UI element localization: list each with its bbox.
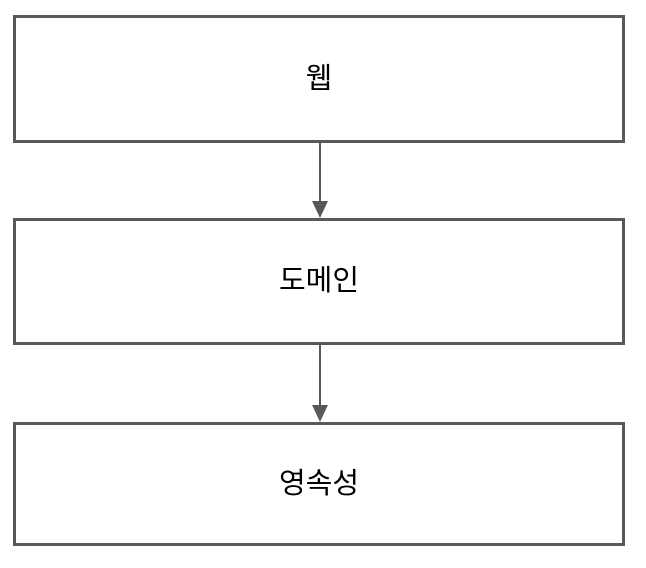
node-web: 웹 — [13, 15, 625, 143]
node-web-label: 웹 — [305, 62, 333, 95]
node-persistence-label: 영속성 — [278, 467, 360, 500]
arrow-line — [319, 345, 321, 405]
arrow-line — [319, 143, 321, 201]
node-persistence: 영속성 — [13, 422, 625, 546]
arrow-web-to-domain — [312, 143, 328, 218]
arrow-head-down-icon — [312, 405, 328, 422]
node-domain: 도메인 — [13, 218, 625, 345]
arrow-domain-to-persistence — [312, 345, 328, 422]
node-domain-label: 도메인 — [278, 265, 360, 298]
arrow-head-down-icon — [312, 201, 328, 218]
